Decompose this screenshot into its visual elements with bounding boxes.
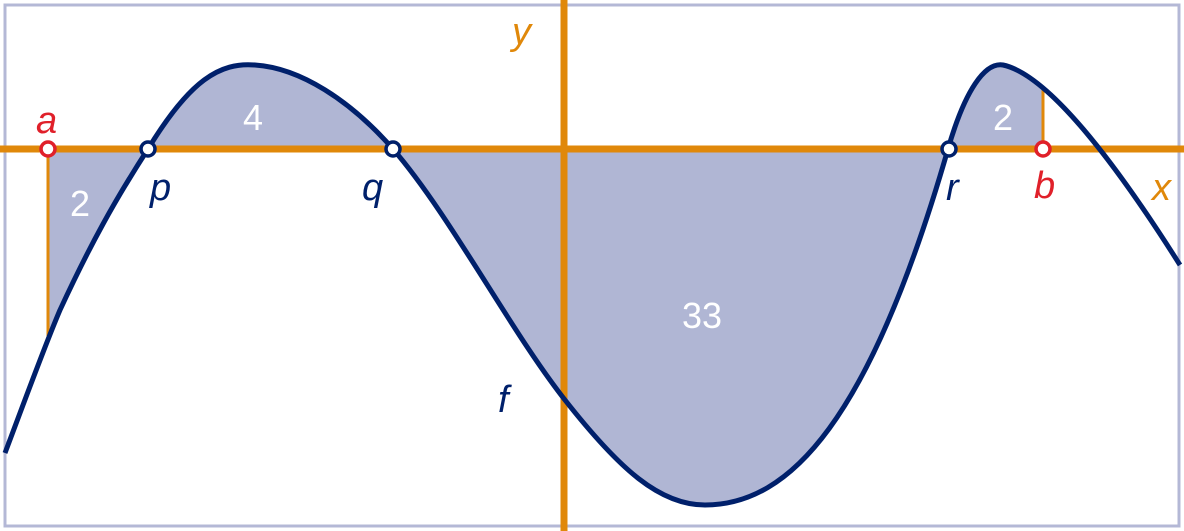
label-r: r	[946, 167, 960, 209]
root-p	[139, 140, 157, 158]
x-axis-label: x	[1150, 167, 1173, 209]
point-a	[39, 140, 57, 158]
region-a-to-p	[48, 149, 148, 336]
root-r	[940, 140, 958, 158]
function-curve	[2, 62, 1183, 508]
area-label-q-to-r: 33	[682, 295, 722, 336]
region-p-to-q	[148, 64, 393, 149]
root-q	[384, 140, 402, 158]
region-r-to-b	[948, 64, 1043, 149]
label-q: q	[362, 167, 383, 209]
area-label-r-to-b: 2	[993, 97, 1013, 138]
area-label-a-to-p: 2	[70, 183, 90, 224]
region-q-to-r	[393, 149, 948, 505]
label-b: b	[1034, 165, 1055, 207]
label-p: p	[149, 167, 171, 209]
label-f: f	[498, 379, 512, 421]
y-axis-label: y	[509, 11, 533, 53]
label-a: a	[36, 100, 57, 142]
point-b	[1034, 140, 1052, 158]
area-label-p-to-q: 4	[243, 97, 263, 138]
